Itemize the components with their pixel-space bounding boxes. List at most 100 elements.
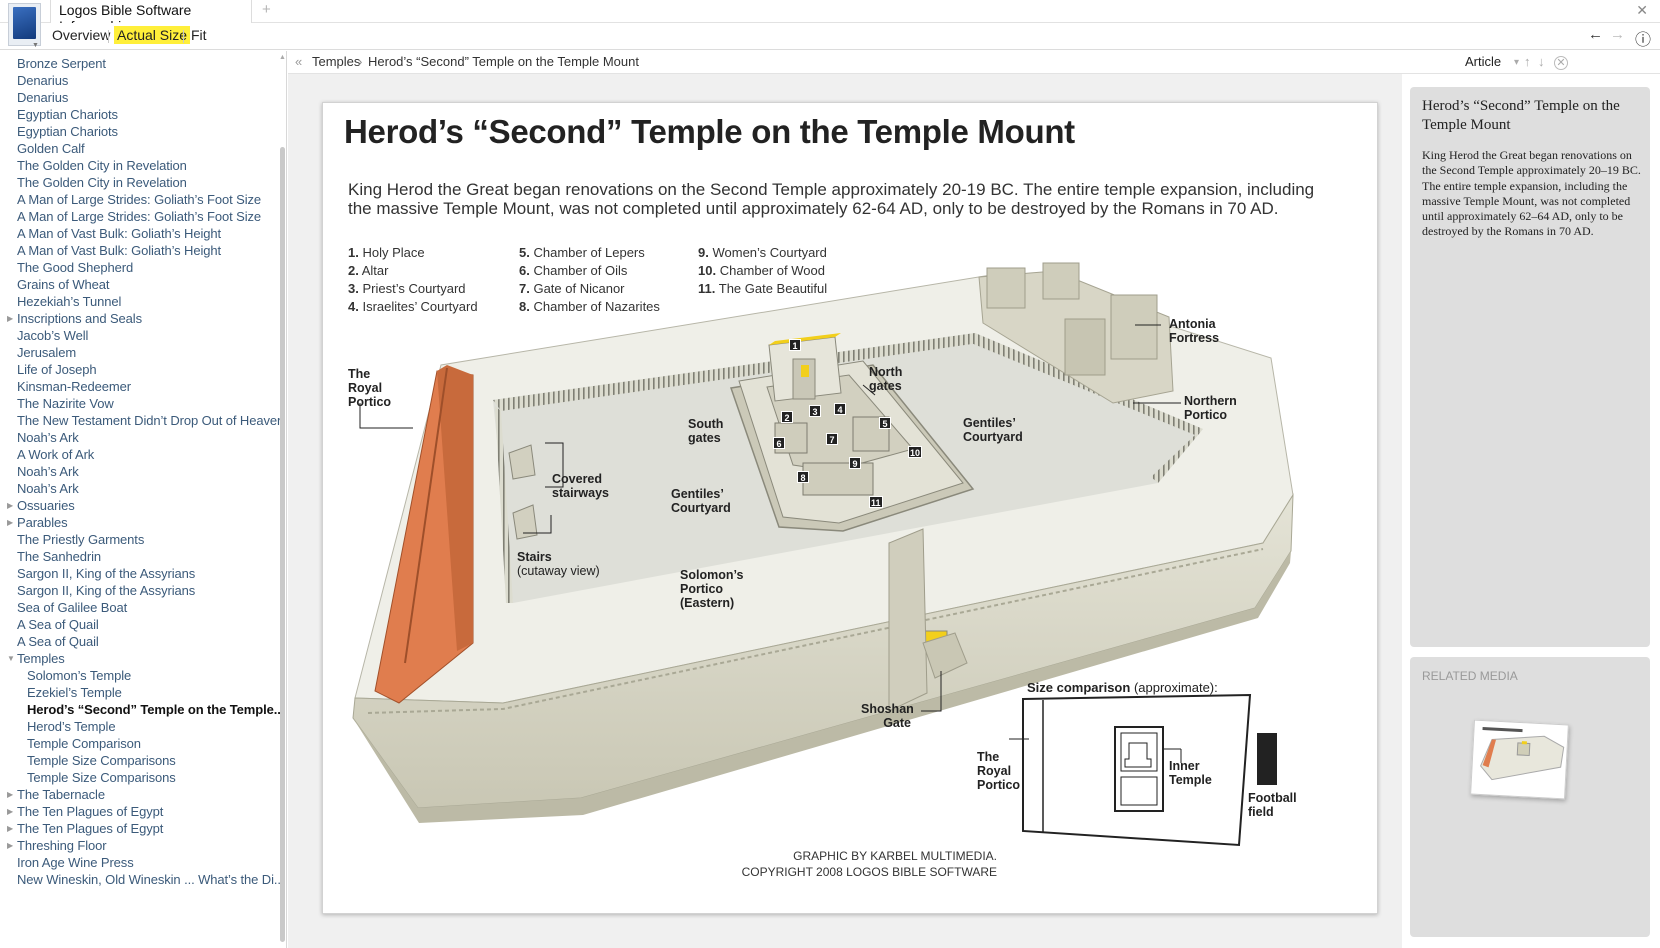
label-stairs: Stairs — [517, 550, 552, 564]
legend-item: 5. Chamber of Lepers — [519, 245, 645, 260]
sidebar-item[interactable]: Noah’s Ark — [17, 464, 79, 479]
sidebar-item[interactable]: The New Testament Didn’t Drop Out of Hea… — [17, 413, 285, 428]
sidebar-item[interactable]: Temple Comparison — [27, 736, 141, 751]
sidebar-item[interactable]: The Priestly Garments — [17, 532, 145, 547]
expand-arrow-icon[interactable]: ▶ — [7, 518, 14, 527]
article-dropdown[interactable]: Article — [1465, 54, 1502, 69]
legend-text: Women’s Courtyard — [712, 245, 827, 260]
breadcrumb-temples[interactable]: Temples — [312, 54, 361, 69]
sidebar-item[interactable]: A Man of Large Strides: Goliath’s Foot S… — [17, 192, 262, 207]
expand-arrow-icon[interactable]: ▶ — [7, 314, 14, 323]
sidebar-item[interactable]: Inscriptions and Seals — [17, 311, 142, 326]
size-label-inner-temple: Inner Temple — [1169, 759, 1212, 787]
label-north-gates: North gates — [869, 365, 903, 393]
expand-arrow-icon[interactable]: ▶ — [7, 501, 14, 510]
sidebar-item[interactable]: Noah’s Ark — [17, 430, 79, 445]
next-article-icon[interactable]: ↓ — [1538, 54, 1545, 69]
infographic-intro: King Herod the Great began renovations o… — [348, 180, 1315, 218]
back-arrow-icon[interactable]: ← — [1588, 26, 1603, 43]
fit-button[interactable]: Fit — [191, 27, 207, 43]
sidebar-item[interactable]: The Golden City in Revelation — [17, 175, 187, 190]
overview-button[interactable]: Overview — [52, 27, 111, 43]
sidebar-item[interactable]: Life of Joseph — [17, 362, 97, 377]
legend-number: 10. — [698, 263, 717, 278]
sidebar-item[interactable]: Jerusalem — [17, 345, 77, 360]
close-window-button[interactable]: ✕ — [1636, 2, 1648, 18]
forward-arrow-icon[interactable]: → — [1610, 26, 1625, 43]
thumbnail-image — [1480, 727, 1565, 781]
label-covered-stairways: Covered stairways — [552, 472, 609, 500]
label-royal-portico: The Royal Portico — [348, 367, 392, 409]
actual-size-button[interactable]: Actual Size — [114, 26, 191, 44]
sidebar-item[interactable]: New Wineskin, Old Wineskin ... What’s th… — [17, 872, 285, 887]
sidebar-item[interactable]: A Sea of Quail — [17, 617, 99, 632]
expand-arrow-icon[interactable]: ▶ — [7, 841, 14, 850]
sidebar-item[interactable]: Solomon’s Temple — [27, 668, 132, 683]
collapse-arrow-icon[interactable]: ▼ — [7, 654, 15, 663]
sidebar-item[interactable]: Sargon II, King of the Assyrians — [17, 583, 196, 598]
sidebar-item[interactable]: A Sea of Quail — [17, 634, 99, 649]
sidebar-item[interactable]: Temples — [17, 651, 65, 666]
sidebar-item[interactable]: Temple Size Comparisons — [27, 770, 176, 785]
legend-number: 2. — [348, 263, 359, 278]
sidebar-item[interactable]: The Good Shepherd — [17, 260, 134, 275]
infographic-image: Herod’s “Second” Temple on the Temple Mo… — [322, 102, 1378, 914]
sidebar-item[interactable]: Temple Size Comparisons — [27, 753, 176, 768]
expand-arrow-icon[interactable]: ▶ — [7, 807, 14, 816]
sidebar-item[interactable]: Denarius — [17, 73, 69, 88]
sidebar-item[interactable]: Egyptian Chariots — [17, 124, 118, 139]
sidebar-item[interactable]: Sea of Galilee Boat — [17, 600, 128, 615]
diagram-number-badge: 10 — [908, 446, 923, 458]
sidebar-item[interactable]: Herod’s Temple — [27, 719, 116, 734]
sidebar-item[interactable]: A Man of Large Strides: Goliath’s Foot S… — [17, 209, 262, 224]
legend-number: 11. — [698, 281, 716, 296]
diagram-number-badge: 11 — [869, 496, 883, 508]
related-media-thumbnail[interactable] — [1470, 719, 1569, 800]
scrollbar-thumb[interactable] — [280, 147, 285, 942]
dropdown-arrow-icon[interactable]: ▾ — [1514, 57, 1520, 68]
legend-item: 8. Chamber of Nazarites — [519, 299, 660, 314]
sidebar-item[interactable]: Herod’s “Second” Temple on the Temple... — [27, 702, 285, 717]
sidebar-item[interactable]: Threshing Floor — [17, 838, 107, 853]
sidebar-item[interactable]: Bronze Serpent — [17, 56, 106, 71]
sidebar-item[interactable]: Sargon II, King of the Assyrians — [17, 566, 196, 581]
sidebar-item[interactable]: The Nazirite Vow — [17, 396, 114, 411]
sidebar-item[interactable]: The Ten Plagues of Egypt — [17, 804, 164, 819]
sidebar-scrollbar[interactable]: ▲ — [279, 52, 286, 947]
sidebar-item[interactable]: Egyptian Chariots — [17, 107, 118, 122]
sidebar-item[interactable]: Noah’s Ark — [17, 481, 79, 496]
close-article-icon[interactable]: ✕ — [1554, 56, 1568, 70]
sidebar-item[interactable]: Ezekiel’s Temple — [27, 685, 122, 700]
expand-arrow-icon[interactable]: ▶ — [7, 824, 14, 833]
sidebar-item[interactable]: A Man of Vast Bulk: Goliath’s Height — [17, 243, 222, 258]
legend-number: 6. — [519, 263, 530, 278]
sidebar-item[interactable]: Hezekiah’s Tunnel — [17, 294, 122, 309]
sidebar-item[interactable]: The Sanhedrin — [17, 549, 101, 564]
info-icon[interactable]: ⓘ — [1635, 32, 1652, 49]
sidebar-item[interactable]: Golden Calf — [17, 141, 85, 156]
sidebar-item[interactable]: A Work of Ark — [17, 447, 95, 462]
sidebar-item[interactable]: Kinsman-Redeemer — [17, 379, 132, 394]
sidebar-item[interactable]: Parables — [17, 515, 68, 530]
sidebar-item[interactable]: Denarius — [17, 90, 69, 105]
document-tab[interactable]: Logos Bible Software Infographics — [50, 0, 252, 34]
sidebar-item[interactable]: A Man of Vast Bulk: Goliath’s Height — [17, 226, 222, 241]
sidebar-item[interactable]: The Tabernacle — [17, 787, 105, 802]
new-tab-button[interactable]: + — [262, 1, 271, 18]
sidebar-item[interactable]: The Ten Plagues of Egypt — [17, 821, 164, 836]
legend-text: Priest’s Courtyard — [362, 281, 466, 296]
collapse-sidebar-icon[interactable]: « — [295, 54, 303, 69]
diagram-number-badge: 7 — [826, 433, 838, 445]
sidebar-item[interactable]: Jacob’s Well — [17, 328, 89, 343]
logos-app-menu-button[interactable]: ▼ — [8, 3, 41, 49]
sidebar-item[interactable]: Grains of Wheat — [17, 277, 110, 292]
sidebar-item[interactable]: The Golden City in Revelation — [17, 158, 187, 173]
divider — [183, 30, 184, 43]
previous-article-icon[interactable]: ↑ — [1524, 54, 1531, 69]
scroll-up-icon[interactable]: ▲ — [279, 54, 286, 61]
expand-arrow-icon[interactable]: ▶ — [7, 790, 14, 799]
sidebar-item[interactable]: Iron Age Wine Press — [17, 855, 134, 870]
legend-item: 1. Holy Place — [348, 245, 425, 260]
sidebar-item[interactable]: Ossuaries — [17, 498, 75, 513]
